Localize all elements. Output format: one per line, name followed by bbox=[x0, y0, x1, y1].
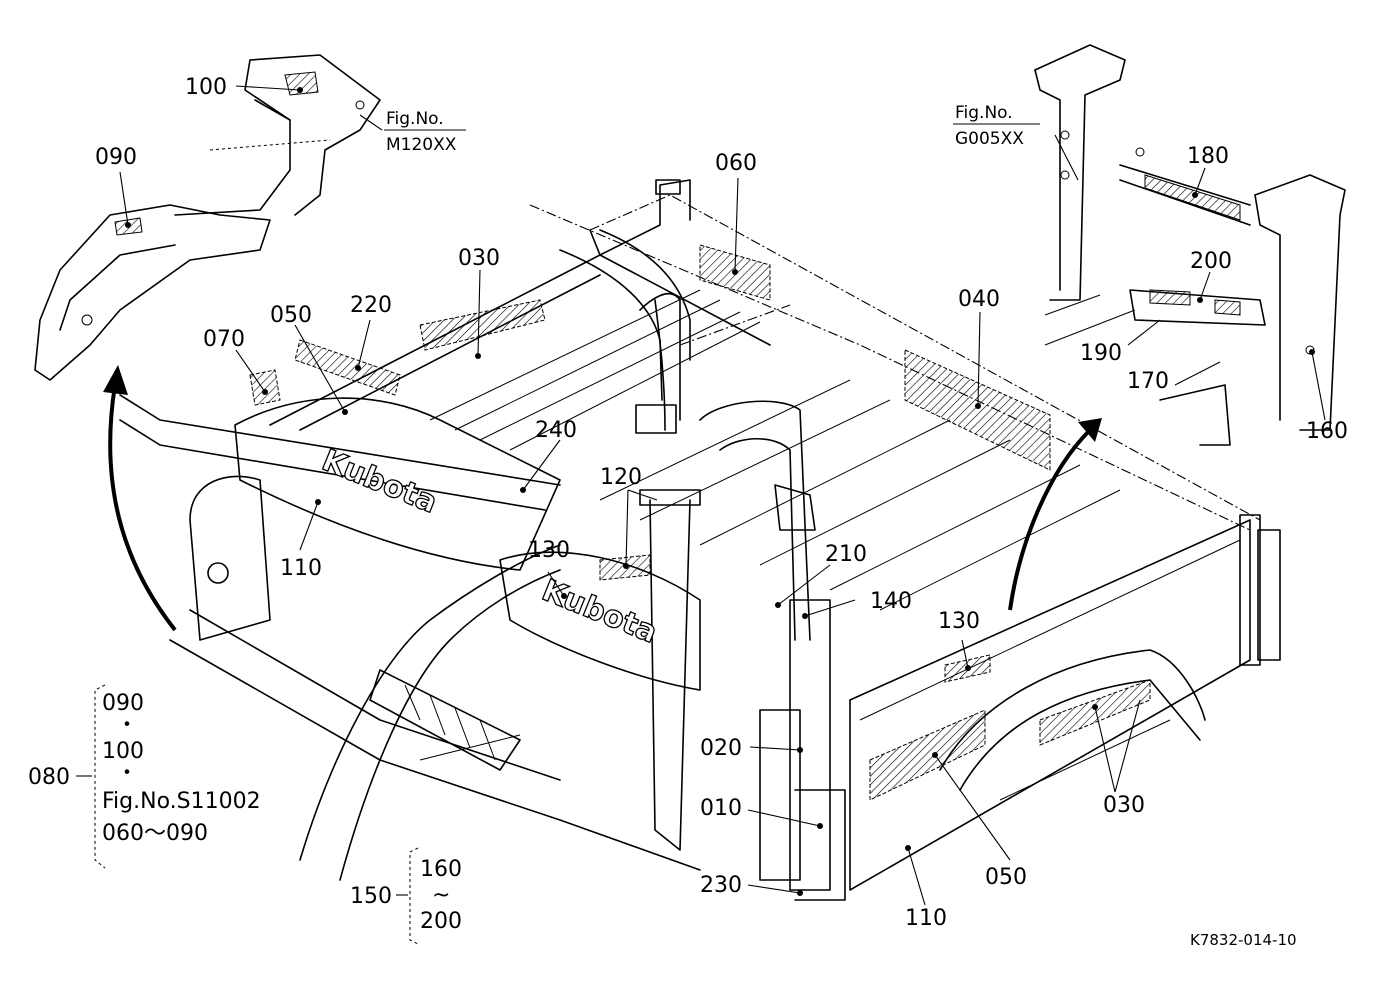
decal-220 bbox=[294, 339, 401, 396]
callout-050-right: 050 bbox=[985, 865, 1027, 890]
callout-220: 220 bbox=[350, 293, 392, 318]
callout-140: 140 bbox=[870, 589, 912, 614]
callout-170: 170 bbox=[1127, 369, 1169, 394]
assembly-150-number: 150 bbox=[350, 884, 392, 909]
assembly-080-number: 080 bbox=[28, 765, 70, 790]
assembly-080-item-6: 060～090 bbox=[102, 821, 208, 846]
callout-110-left: 110 bbox=[280, 556, 322, 581]
callout-130-left: 130 bbox=[528, 538, 570, 563]
assembly-150-range-from: 160 bbox=[420, 857, 462, 882]
callout-050-top: 050 bbox=[270, 303, 312, 328]
assembly-group-080: 080 090 ・ 100 ・ Fig.No.S11002 060～090 bbox=[28, 684, 261, 869]
frame-upright-right bbox=[1254, 174, 1346, 431]
callout-210: 210 bbox=[825, 542, 867, 567]
assembly-080-item-5: Fig.No.S11002 bbox=[102, 789, 261, 814]
callout-070: 070 bbox=[203, 327, 245, 352]
callout-110-right: 110 bbox=[905, 906, 947, 931]
seat-back bbox=[234, 397, 561, 571]
cargo-bed bbox=[169, 179, 1281, 891]
label-180 bbox=[1144, 174, 1241, 221]
callout-160: 160 bbox=[1306, 419, 1348, 444]
panel-090 bbox=[34, 204, 271, 381]
callout-200: 200 bbox=[1190, 249, 1232, 274]
upright-mount-plate bbox=[759, 709, 801, 881]
assembly-080-item-4: ・ bbox=[116, 761, 138, 786]
ref-g005-line2: G005XX bbox=[955, 129, 1024, 149]
callout-230: 230 bbox=[700, 873, 742, 898]
callout-090: 090 bbox=[95, 145, 137, 170]
roll-cage bbox=[119, 229, 846, 901]
callout-040: 040 bbox=[958, 287, 1000, 312]
decal-030-right bbox=[1039, 679, 1151, 746]
callout-labels: 100 090 Fig.No. M120XX 060 030 220 050 0… bbox=[95, 75, 1348, 931]
decal-040 bbox=[904, 349, 1051, 471]
rear-upright bbox=[789, 599, 831, 891]
cage-mount-bracket-upper bbox=[635, 404, 677, 434]
label-200a bbox=[1149, 289, 1191, 306]
decal-050-right bbox=[869, 709, 986, 801]
decals bbox=[249, 244, 1151, 801]
callout-100: 100 bbox=[185, 75, 227, 100]
assembly-080-item-3: 100 bbox=[102, 739, 144, 764]
assembly-150-range-to: 200 bbox=[420, 909, 462, 934]
ref-m120-line1: Fig.No. bbox=[386, 109, 444, 129]
callout-030-top: 030 bbox=[458, 246, 500, 271]
assembly-150-range-sep: ~ bbox=[432, 883, 450, 908]
storage-lid bbox=[369, 669, 521, 771]
front-corner-cap bbox=[655, 179, 681, 195]
assembly-080-item-2: ・ bbox=[116, 713, 138, 738]
frame-upright-left bbox=[1034, 44, 1126, 301]
leader-lines bbox=[119, 85, 1326, 906]
assembly-arrows bbox=[103, 365, 1102, 632]
cage-mount-bracket bbox=[774, 484, 816, 531]
brand-logo-seatback: Kubota bbox=[317, 443, 442, 521]
callout-060: 060 bbox=[715, 151, 757, 176]
callout-190: 190 bbox=[1080, 341, 1122, 366]
ref-g005-line1: Fig.No. bbox=[955, 103, 1013, 123]
seat-cushion bbox=[499, 551, 701, 691]
cab-frame-g005 bbox=[1034, 44, 1346, 446]
right-side-panel bbox=[849, 519, 1251, 891]
callout-120: 120 bbox=[600, 465, 642, 490]
assembly-group-150: 150 160 ~ 200 bbox=[350, 847, 462, 945]
callout-180: 180 bbox=[1187, 144, 1229, 169]
callout-010: 010 bbox=[700, 796, 742, 821]
callout-020: 020 bbox=[700, 736, 742, 761]
seat-assembly: Kubota Kubota bbox=[189, 397, 701, 771]
callout-030-right: 030 bbox=[1103, 793, 1145, 818]
rear-end-cap bbox=[1257, 529, 1281, 661]
rear-corner-post bbox=[1239, 514, 1261, 666]
label-200b bbox=[1214, 299, 1241, 316]
decal-030-top bbox=[419, 299, 546, 351]
drawing-code: K7832-014-10 bbox=[1190, 931, 1297, 949]
assembly-080-item-1: 090 bbox=[102, 691, 144, 716]
decal-070 bbox=[249, 369, 281, 406]
callout-130-right: 130 bbox=[938, 609, 980, 634]
ref-m120-line2: M120XX bbox=[386, 135, 457, 155]
callout-240: 240 bbox=[535, 418, 577, 443]
